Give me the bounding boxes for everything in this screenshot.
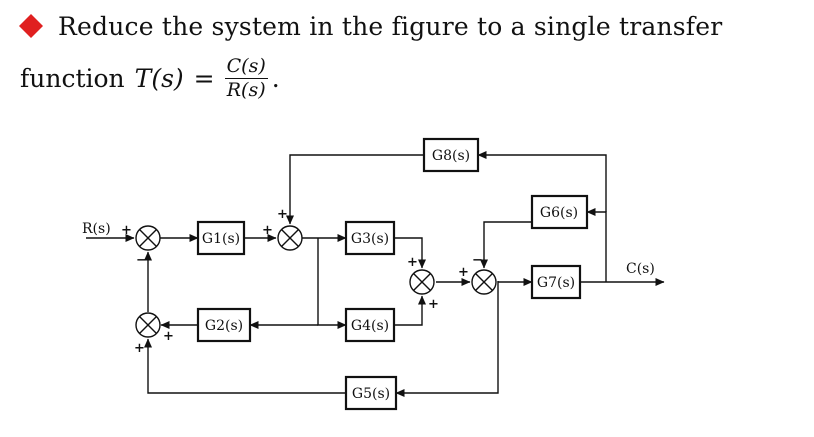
question-line-2: function T(s) = C(s) R(s) .: [20, 52, 280, 104]
block-g7: [530, 264, 582, 300]
block-g4: [344, 307, 396, 343]
block-g5-label: G5(s): [352, 386, 390, 402]
block-g2-label: G2(s): [205, 318, 243, 334]
fraction-denominator: R(s): [226, 78, 266, 101]
function-name: T(s): [134, 63, 184, 93]
block-g6-label: G6(s): [540, 205, 578, 221]
sj5-plus-bottom-sign: +: [134, 341, 145, 356]
block-g2: [196, 307, 252, 343]
block-g3: [344, 220, 396, 256]
block-g1: [196, 220, 246, 256]
summing-junction-2: [277, 225, 303, 251]
output-label: C(s): [626, 261, 655, 277]
block-g5: [344, 375, 398, 411]
sj4-minus-top-sign: −: [472, 253, 483, 268]
block-g7-label: G7(s): [537, 275, 575, 291]
summing-junction-1: [135, 225, 161, 251]
function-word: function: [20, 63, 125, 93]
sentence-end: .: [271, 63, 280, 93]
transfer-fraction: C(s) R(s): [224, 54, 268, 101]
signal-lines: [86, 151, 665, 397]
question-text: Reduce the system in the figure to a sin…: [58, 11, 723, 41]
sj3-plus-bottom-sign: +: [428, 297, 439, 312]
sj5-plus-right-sign: +: [163, 329, 174, 344]
block-g3-label: G3(s): [351, 231, 389, 247]
sj3-plus-top-sign: +: [407, 255, 418, 270]
sj2-plus-top-sign: +: [277, 207, 288, 222]
equals-sign: =: [193, 63, 215, 93]
summing-junction-4: [471, 269, 497, 295]
fraction-numerator: C(s): [224, 54, 268, 79]
red-bookmark-icon: [19, 14, 43, 38]
block-g1-label: G1(s): [202, 231, 240, 247]
block-g8-label: G8(s): [432, 148, 470, 164]
summing-junction-3: [409, 269, 435, 295]
block-g4-label: G4(s): [351, 318, 389, 334]
input-label: R(s): [82, 221, 111, 237]
sj4-plus-left-sign: +: [458, 265, 469, 280]
sj1-minus-sign: −: [136, 253, 147, 268]
block-g8: [422, 137, 480, 173]
sj1-plus-sign: +: [121, 223, 132, 238]
summing-junction-5: [135, 312, 161, 338]
sj2-plus-sign: +: [262, 223, 273, 238]
block-g6: [530, 194, 589, 230]
question-line-1: Reduce the system in the figure to a sin…: [18, 6, 722, 46]
